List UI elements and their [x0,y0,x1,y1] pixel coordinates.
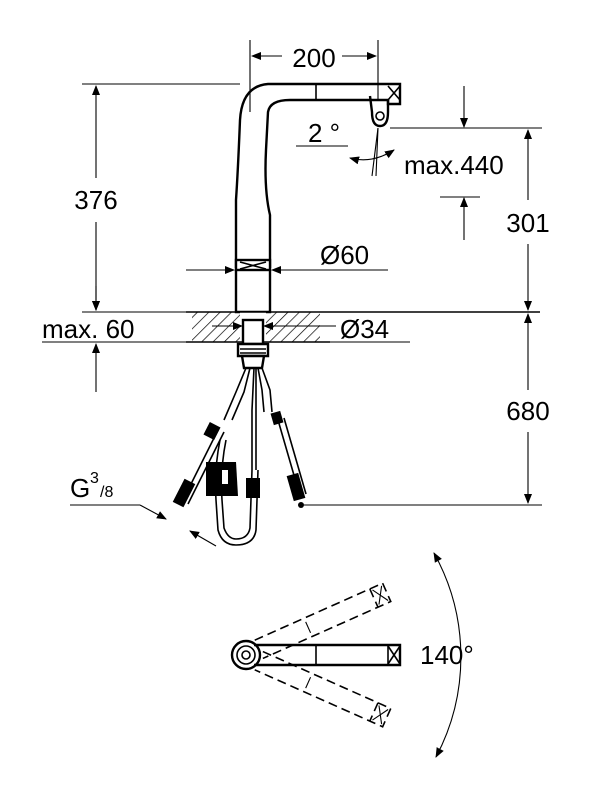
spout-position-right [254,650,392,728]
faucet-spout-outline [234,82,402,268]
connection-thread-label: G [70,473,90,503]
faucet-side-view [172,82,540,546]
supply-hoses [223,367,273,470]
spray-head [368,95,390,128]
swivel-angle-label: 140° [420,640,474,670]
swivel-angle-arc [433,552,462,758]
body-diameter-label: Ø60 [320,240,369,270]
mounting-shank [241,318,265,346]
spray-outlet [375,111,385,121]
faucet-top-view: 140° [230,552,474,758]
connection-thread-sup: 3 [90,470,99,487]
total-height-label: 376 [74,185,117,215]
spray-hose-loop [206,439,260,546]
dimension-lines: 200 376 2 ° max.440 301 Ø60 Ø34 [42,40,550,547]
deck-thickness-label: max. 60 [42,314,135,344]
max-height-label: max.440 [404,150,504,180]
spout-position-left [254,582,392,660]
connection-thread-sub: /8 [100,484,113,501]
hot-water-hose [270,410,307,508]
spout-reach-label: 200 [292,43,335,73]
hose-length-label: 680 [506,396,549,426]
faucet-base [234,270,272,314]
tilt-angle-label: 2 ° [308,118,340,148]
swivel-base [230,639,262,671]
outlet-height-label: 301 [506,208,549,238]
hole-diameter-label: Ø34 [340,314,389,344]
